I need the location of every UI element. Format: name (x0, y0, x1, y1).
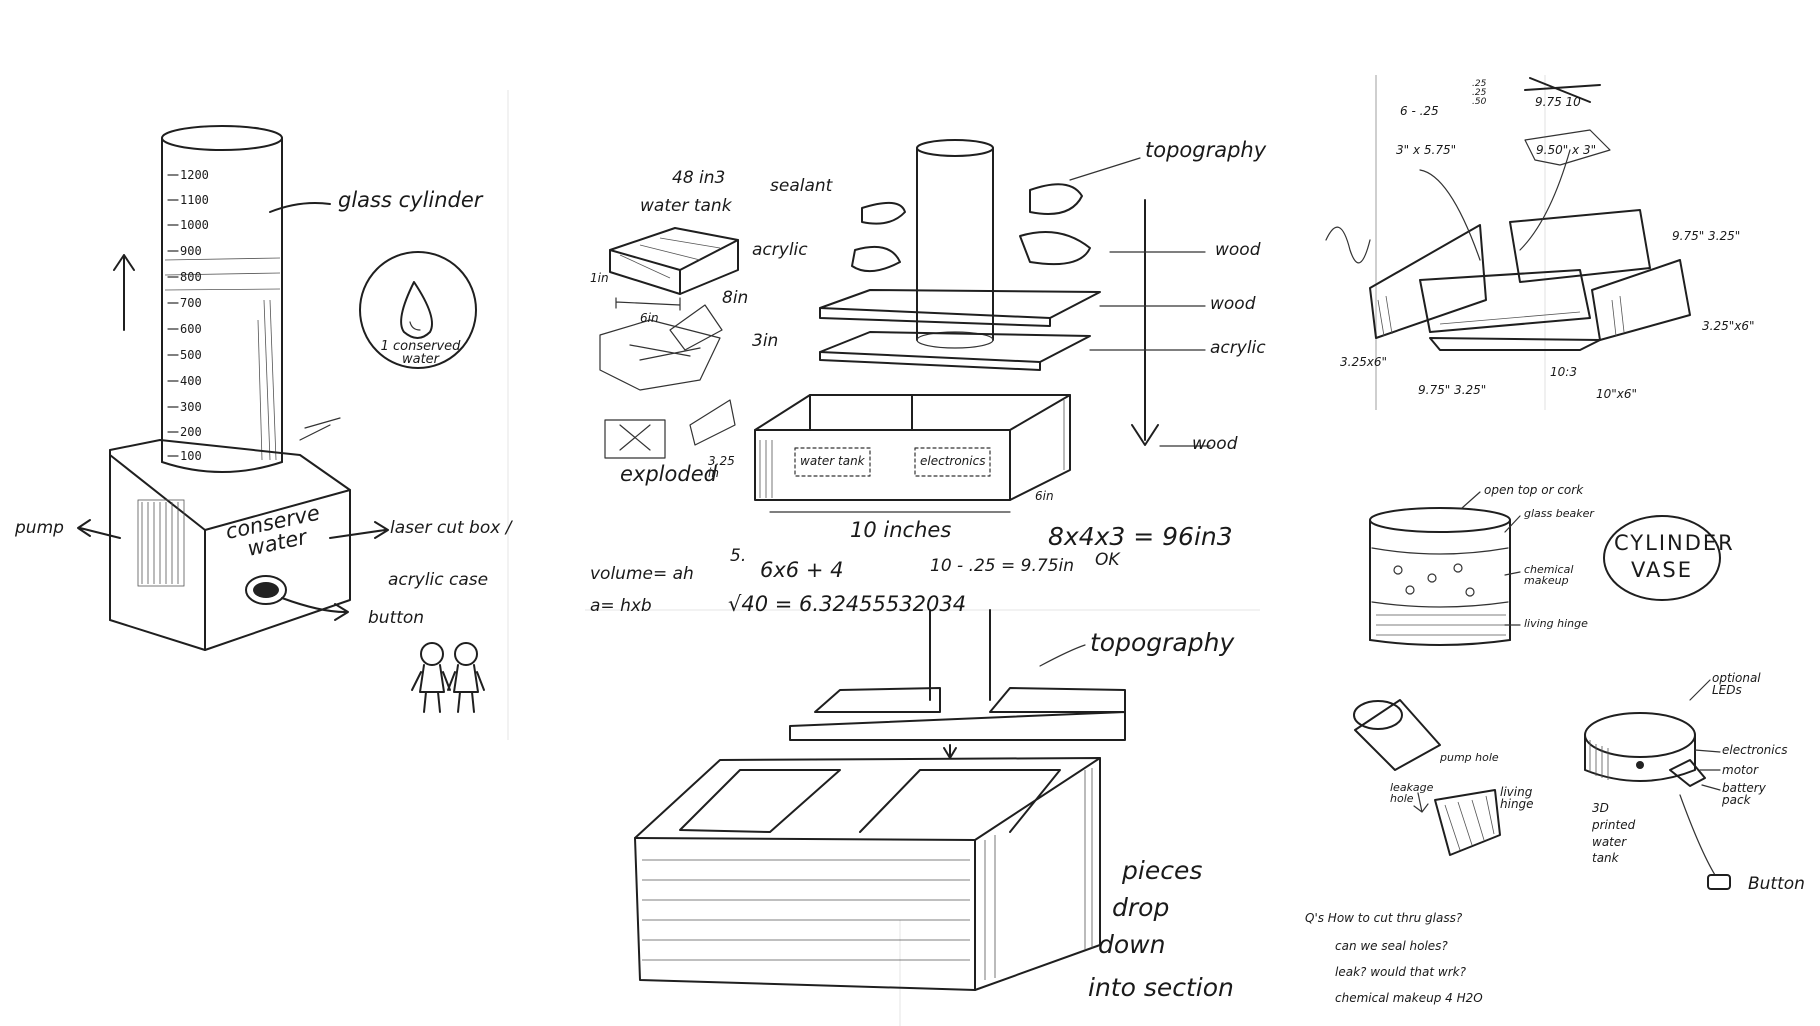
dim-325x6-left: 3.25x6" (1340, 355, 1387, 369)
page-divisions (507, 75, 1546, 1026)
water-tank-label: water tank (640, 196, 732, 216)
drop-label: drop (1112, 893, 1170, 922)
glass-cylinder-label: glass cylinder (338, 188, 483, 212)
dim-10x6: 10"x6" (1596, 387, 1638, 401)
battery-pack-label: battery pack (1722, 781, 1766, 807)
dim-975x325-right: 9.75" 3.25" (1672, 229, 1741, 243)
glass-beaker-label: glass beaker (1524, 507, 1594, 520)
small-tank-drawings (599, 227, 739, 459)
chemical-makeup-label: chemical makeup (1524, 563, 1574, 587)
scale-tick: 1000 (180, 218, 209, 232)
exploded-stack-drawing (754, 139, 1211, 513)
printed-tank-label: 3D printed water tank (1592, 801, 1636, 866)
math-six-by-six: 6x6 + 4 (760, 558, 844, 582)
dim-6-minus: 6 - .25 (1400, 104, 1439, 118)
down-label: down (1098, 930, 1166, 959)
electronics-compartment-label: electronics (920, 454, 986, 468)
scale-tick: 300 (180, 400, 202, 414)
scale-tick: 700 (180, 296, 202, 310)
printed-water-tank-drawing (1584, 679, 1731, 890)
laser-cut-box-drawing (77, 417, 389, 651)
into-section-label: into section (1088, 973, 1234, 1002)
living-hinge-bottom-label: living hinge (1500, 785, 1534, 811)
scale-tick: 1200 (180, 168, 209, 182)
tank-volume-label: 48 in3 (672, 168, 726, 188)
ten-inches-label: 10 inches (850, 518, 952, 542)
math-area: a= hxb (590, 596, 652, 616)
scale-tick: 600 (180, 322, 202, 336)
panel-drawings (1325, 77, 1691, 351)
button-label: button (368, 608, 425, 628)
wood-label-3: wood (1192, 434, 1238, 454)
math-ten-minus: 10 - .25 = 9.75in (930, 556, 1075, 576)
question-1: Q's How to cut thru glass? (1305, 911, 1463, 925)
glass-cylinder-drawing (113, 125, 331, 473)
scale-tick: 400 (180, 374, 202, 388)
question-3: leak? would that wrk? (1335, 965, 1466, 979)
motor-label: motor (1722, 763, 1759, 777)
six-in-small-label: 6in (640, 311, 659, 325)
math-eight-by-four: 8x4x3 = 96in3 (1048, 522, 1233, 551)
dim-crossed: 9.75 10 (1535, 95, 1581, 109)
dim-3x575: 3" x 5.75" (1396, 143, 1457, 157)
laser-cut-box-label: laser cut box / (390, 518, 512, 538)
scale-tick: 500 (180, 348, 202, 362)
optional-leds-label: optional LEDs (1712, 671, 1761, 697)
water-tank-compartment-label: water tank (800, 454, 865, 468)
scale-tick: 200 (180, 425, 202, 439)
sealant-label: sealant (770, 176, 833, 196)
math-volume: volume= ah (590, 564, 694, 584)
question-4: chemical makeup 4 H2O (1335, 991, 1483, 1005)
dim-950x3: 9.50" x 3" (1536, 143, 1597, 157)
scale-tick: 900 (180, 244, 202, 258)
living-hinge-label: living hinge (1524, 617, 1588, 630)
pump-hole-drawing (1353, 699, 1501, 856)
dim-325x6-right: 3.25"x6" (1702, 319, 1755, 333)
topography-bottom-label: topography (1090, 628, 1235, 657)
dim-ratio: 10:3 (1550, 365, 1577, 379)
three-in-label: 3in (752, 331, 779, 351)
math-five: 5. (730, 546, 747, 566)
math-sqrt: √40 = 6.32455532034 (728, 592, 967, 616)
open-top-label: open top or cork (1484, 483, 1584, 497)
three-25-label: 3.25 in (708, 454, 735, 480)
dim-975x325-bottom: 9.75" 3.25" (1418, 383, 1487, 397)
wood-label-1: wood (1215, 240, 1261, 260)
acrylic-small-label: acrylic (752, 240, 808, 260)
pump-hole-label: pump hole (1440, 751, 1499, 764)
cylinder-vase-label: CYLINDER VASE (1614, 531, 1735, 583)
acrylic-layer-label: acrylic (1210, 338, 1266, 358)
leakage-hole-label: leakage hole (1390, 781, 1434, 805)
conserved-water-badge-label: 1 conserved water (380, 339, 461, 367)
scale-tick: 100 (180, 449, 202, 463)
acrylic-case-label: acrylic case (388, 570, 489, 590)
question-2: can we seal holes? (1335, 939, 1448, 953)
exploded-label: exploded (620, 462, 717, 486)
dim-stack: .25 .25 .50 (1472, 79, 1487, 107)
six-in-right-label: 6in (1035, 489, 1054, 503)
pieces-label: pieces (1122, 856, 1203, 885)
glass-beaker-drawing (1369, 491, 1721, 646)
stick-figures (411, 642, 485, 713)
big-box-drawing (634, 609, 1126, 991)
one-in-label: 1in (590, 271, 609, 285)
topography-top-label: topography (1145, 138, 1267, 162)
scale-tick: 800 (180, 270, 202, 284)
wood-label-2: wood (1210, 294, 1256, 314)
scale-tick: 1100 (180, 193, 209, 207)
electronics-label: electronics (1722, 743, 1788, 757)
math-ok: OK (1095, 550, 1120, 570)
conserved-water-badge (359, 251, 477, 369)
button-right-label: Button (1748, 874, 1805, 894)
pump-label: pump (15, 518, 64, 538)
eight-in-label: 8in (722, 288, 749, 308)
